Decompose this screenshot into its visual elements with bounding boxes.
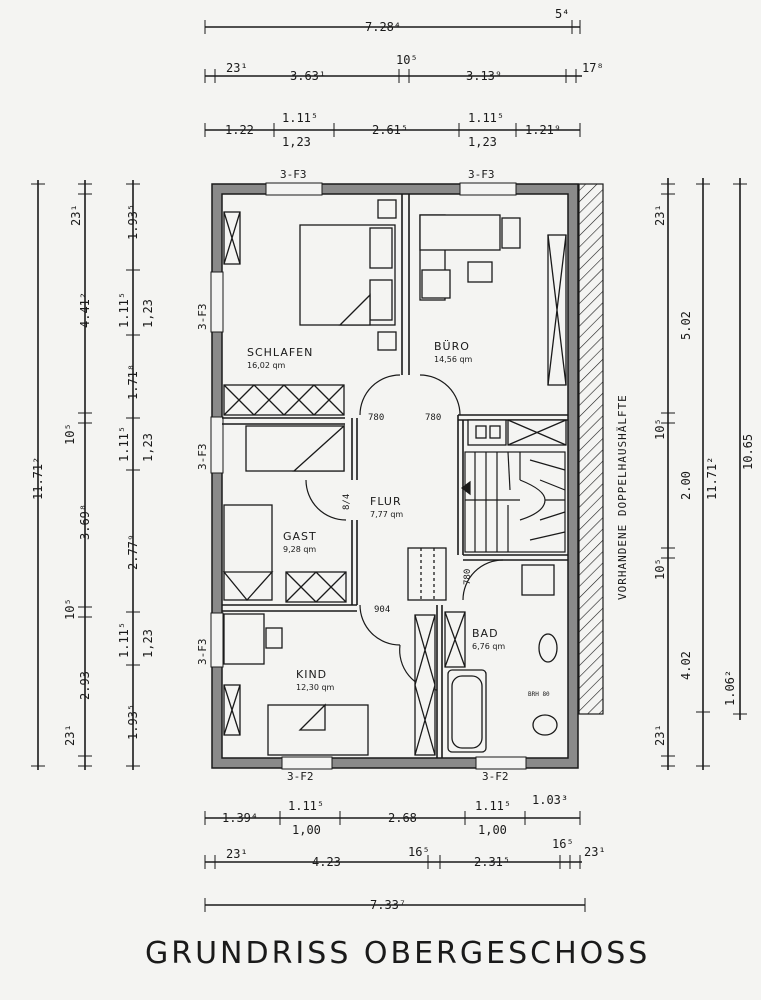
dim-top-r3-4: 1.11⁵ [468,111,504,125]
room-name-buero: BÜRO [434,340,470,353]
dim-top-r3-2: 1.11⁵ [282,111,318,125]
dim-left-c3-4: 1.11⁵ [117,426,131,462]
dim-left-c2-1: 23¹ [69,204,83,226]
dim-top-total: 7.28⁴ [365,20,401,34]
dim-bottom-r1-5: 1.03³ [532,793,568,807]
windows: 3-F3 3-F3 3-F3 3-F3 3-F3 3-F2 3-F2 [196,168,527,783]
dim-left-c2-4: 3.69⁸ [78,504,92,540]
window-label-bottom-left: 3-F2 [287,770,314,783]
neighbor-house: VORHANDENE DOPPELHAUSHÄLFTE [578,183,629,715]
neighbor-label: VORHANDENE DOPPELHAUSHÄLFTE [616,394,629,600]
dim-top-wall-right: 17⁸ [582,61,604,75]
dim-left-c3-7: 1.93⁵ [126,704,140,740]
dim-top-offset: 5⁴ [555,7,569,21]
top-dimensions: 7.28⁴ 5⁴ 23¹ 3.63¹ 10⁵ 3.13⁹ 17⁸ 1.22 1.… [204,7,604,149]
dim-right-c1-2: 5.02 [679,311,693,340]
dim-top-r3-3: 2.61⁵ [372,123,408,137]
dim-top-r3-1: 1.22 [225,123,254,137]
dim-bottom-r1-2: 1.11⁵ [288,799,324,813]
dim-top-r3-2b: 1,23 [282,135,311,149]
dim-bottom-r2-1: 23¹ [226,847,248,861]
room-name-kind: KIND [296,668,327,681]
dim-left-c3-1: 1.93⁵ [126,204,140,240]
room-area-bad: 6,76 qm [472,642,505,651]
dim-left-c3-5: 2.77⁹ [126,534,140,570]
dim-bottom-r2-3: 16⁵ [408,845,430,859]
door-label-buero: 780 [425,413,441,423]
dim-bottom-r1-1: 1.39⁴ [222,811,258,825]
dim-bottom-r1-4: 1.11⁵ [475,799,511,813]
left-dimensions: 11.71² 23¹ 4.41² 10⁵ 3.69⁸ 10⁵ 2.93 23¹ … [31,180,155,770]
dim-left-c3-6b: 1,23 [141,629,155,658]
dim-bottom-r2-6: 23¹ [584,845,606,859]
dim-left-c3-2b: 1,23 [141,299,155,328]
dim-right-c3-1: 10.65 [741,434,755,470]
dim-bottom-r2-2: 4.23 [312,855,341,869]
dim-bottom-r1-4b: 1,00 [478,823,507,837]
right-dimensions: 23¹ 5.02 10⁵ 2.00 10⁵ 4.02 23¹ 11.71² 1.… [653,178,755,770]
dim-top-wall-left: 23¹ [226,61,248,75]
dim-right-c1-7: 23¹ [653,724,667,746]
room-area-buero: 14,56 qm [434,355,473,364]
dim-bottom-r2-4: 2.31⁵ [474,855,510,869]
dim-left-c2-6: 2.93 [78,671,92,700]
window-label-top-right: 3-F3 [468,168,495,181]
dim-bottom-r2-5: 16⁵ [552,837,574,851]
dim-left-c3-2: 1.11⁵ [117,292,131,328]
door-label-bad: 780 [463,569,473,585]
exterior-walls [211,183,579,769]
dim-left-c2-7: 23¹ [63,724,77,746]
room-name-flur: FLUR [370,495,402,508]
dim-right-c2-1: 11.71² [705,457,719,500]
dim-right-c1-6: 4.02 [679,651,693,680]
dim-right-c1-1: 23¹ [653,204,667,226]
dim-bottom-r1-3: 2.68 [388,811,417,825]
dim-right-c1-5: 10⁵ [653,558,667,580]
room-name-schlafen: SCHLAFEN [247,346,313,359]
dim-left-c2-2: 4.41² [78,292,92,328]
dim-left-c3-4b: 1,23 [141,433,155,462]
window-label-left-lower: 3-F3 [196,639,209,666]
room-name-bad: BAD [472,627,499,640]
dim-right-c2-2: 1.06² [723,670,737,706]
room-labels: SCHLAFEN 16,02 qm BÜRO 14,56 qm FLUR 7,7… [247,340,505,692]
room-name-gast: GAST [283,530,317,543]
room-area-gast: 9,28 qm [283,545,316,554]
room-area-schlafen: 16,02 qm [247,361,286,370]
dim-left-total: 11.71² [31,457,45,500]
door-label-gast-a: 8/4 [342,494,352,510]
dim-bottom-r1-2b: 1,00 [292,823,321,837]
door-label-kind: 904 [374,605,390,615]
dim-top-left-room: 3.63¹ [290,69,326,83]
window-label-bottom-right: 3-F2 [482,770,509,783]
room-area-flur: 7,77 qm [370,510,403,519]
dim-right-c1-3: 10⁵ [653,418,667,440]
door-label-schlafen: 780 [368,413,384,423]
window-label-top-left: 3-F3 [280,168,307,181]
window-label-left-middle: 3-F3 [196,444,209,471]
dim-left-c2-5: 10⁵ [63,598,77,620]
staircase [461,451,566,553]
dim-bottom-total: 7.33⁷ [370,898,406,912]
dim-top-inner-wall: 10⁵ [396,53,418,67]
dim-top-right-room: 3.13⁹ [466,69,502,83]
dim-top-r3-4b: 1,23 [468,135,497,149]
dim-left-c3-6: 1.11⁵ [117,622,131,658]
room-area-kind: 12,30 qm [296,683,335,692]
dim-right-c1-4: 2.00 [679,471,693,500]
window-label-left-upper: 3-F3 [196,304,209,331]
dim-top-r3-5: 1.21⁹ [525,123,561,137]
dim-left-c3-3: 1.71⁸ [126,364,140,400]
furniture: BRH 80 [222,199,567,756]
bad-small-label: BRH 80 [528,691,550,698]
plan-title: GRUNDRISS OBERGESCHOSS [145,936,650,971]
bottom-dimensions: 1.39⁴ 1.11⁵ 1,00 2.68 1.11⁵ 1,00 1.03³ 2… [204,793,606,912]
dim-left-c2-3: 10⁵ [63,423,77,445]
